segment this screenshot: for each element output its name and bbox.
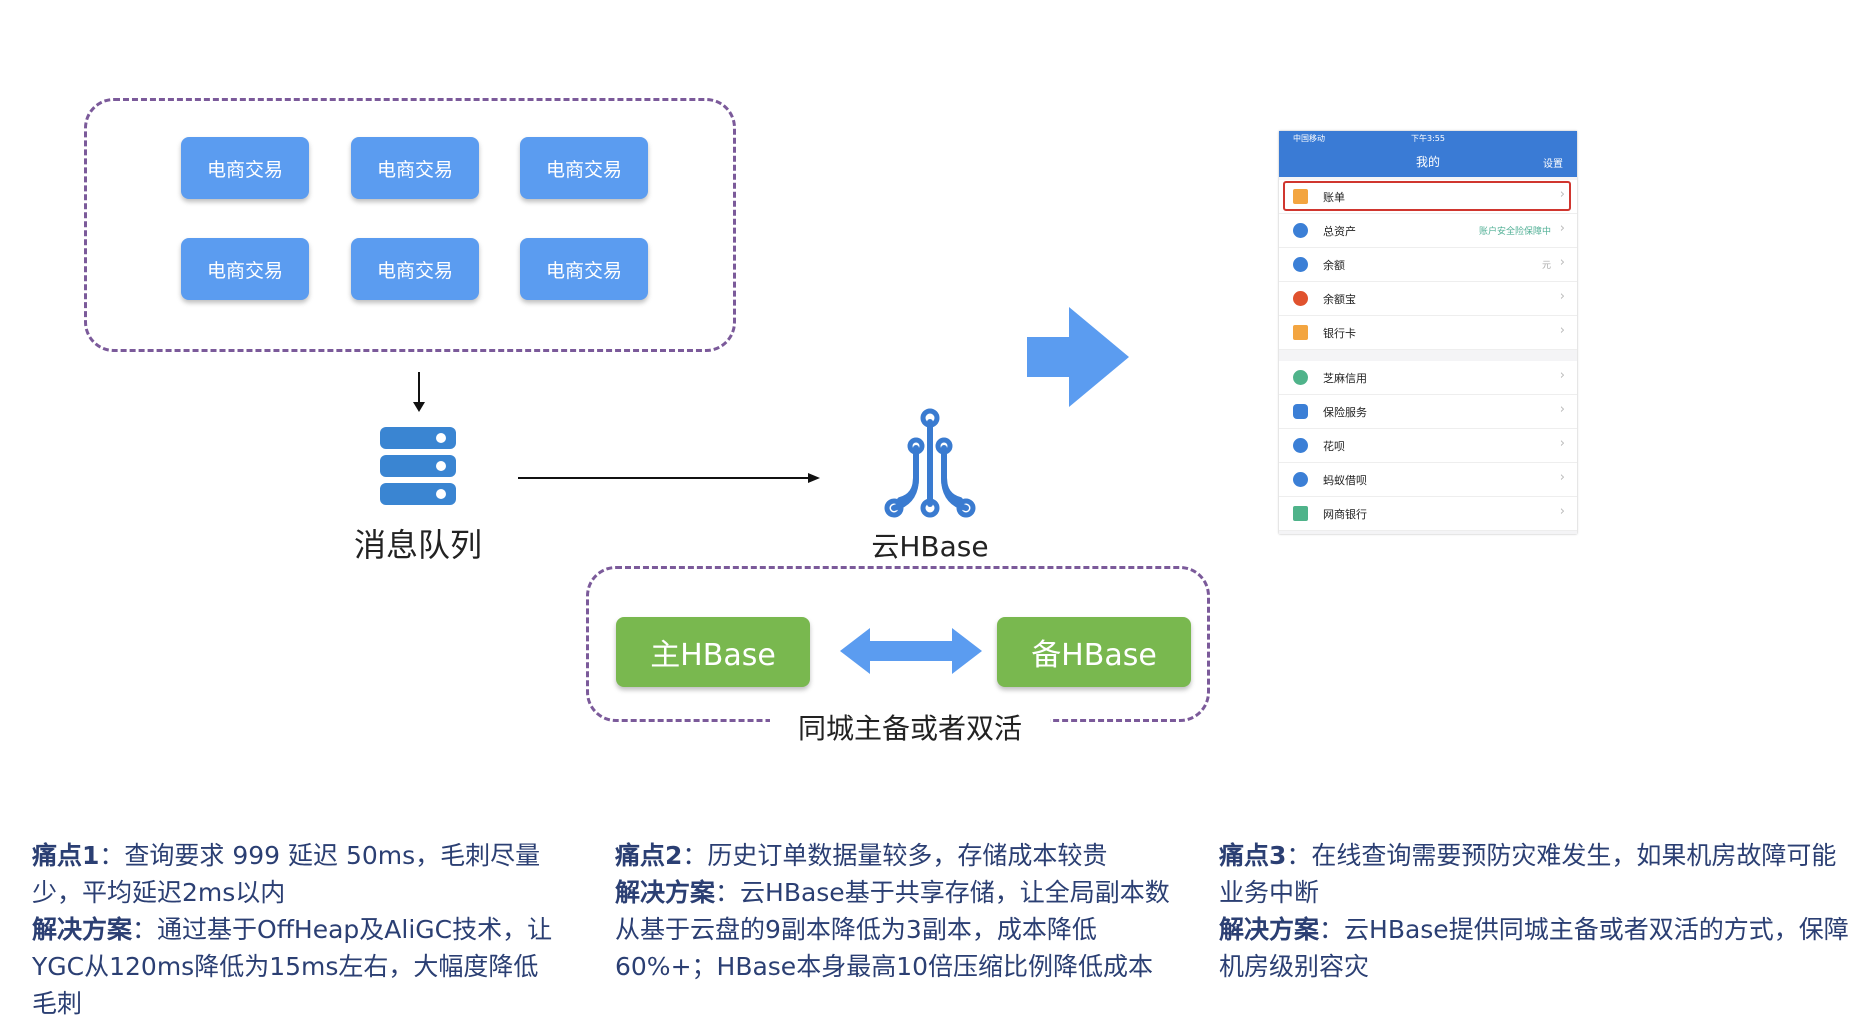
chevron-right-icon: › xyxy=(1559,368,1565,383)
chevron-right-icon: › xyxy=(1559,323,1565,338)
ecommerce-tile: 电商交易 xyxy=(351,238,479,300)
alipay-phone-screen: 中国移动 下午3:55 我的 设置 账单 › 总资产 账户安全险保障中 › 余额… xyxy=(1279,131,1577,534)
pain-title: 痛点3 xyxy=(1219,841,1287,870)
ecommerce-tile: 电商交易 xyxy=(181,238,309,300)
chevron-right-icon: › xyxy=(1559,470,1565,485)
yuebao-icon xyxy=(1293,291,1308,306)
message-queue-label: 消息队列 xyxy=(353,526,482,564)
chevron-right-icon: › xyxy=(1559,504,1565,519)
phone-title: 我的 xyxy=(1415,155,1440,169)
menu-row-label: 芝麻信用 xyxy=(1323,372,1367,385)
bill-highlight xyxy=(1283,181,1571,211)
menu-row-label: 银行卡 xyxy=(1323,327,1356,340)
menu-row-note: 账户安全险保障中 xyxy=(1478,227,1551,237)
menu-row-note: 元 xyxy=(1541,261,1551,271)
pain-text: ：在线查询需要预防灾难发生，如果机房故障可能业务中断 xyxy=(1219,841,1837,907)
down-arrow-icon xyxy=(413,372,425,412)
solution-title: 解决方案 xyxy=(615,878,716,907)
jiebei-icon xyxy=(1293,472,1308,487)
ecommerce-tile: 电商交易 xyxy=(520,238,648,300)
pain-title: 痛点1 xyxy=(32,841,100,870)
solution-title: 解决方案 xyxy=(1219,915,1320,944)
double-arrow-icon xyxy=(840,628,982,674)
solution-text: ：通过基于OffHeap及AliGC技术，让YGC从120ms降低为15ms左右… xyxy=(32,915,553,1018)
pain-text: ：查询要求 999 延迟 50ms，毛刺尽量少，平均延迟2ms以内 xyxy=(32,841,541,907)
menu-row[interactable]: 花呗 › xyxy=(1279,429,1577,463)
menu-row[interactable]: 保险服务 › xyxy=(1279,395,1577,429)
balance-icon xyxy=(1293,257,1308,272)
mybank-icon xyxy=(1293,506,1308,521)
menu-row-label: 余额宝 xyxy=(1323,293,1356,306)
chevron-right-icon: › xyxy=(1559,289,1565,304)
status-time: 下午3:55 xyxy=(1411,134,1445,143)
menu-row-label: 总资产 xyxy=(1323,225,1356,238)
solution-title: 解决方案 xyxy=(32,915,133,944)
huabei-icon xyxy=(1293,438,1308,453)
cloud-hbase-label: 云HBase xyxy=(871,530,989,563)
pain-title: 痛点2 xyxy=(615,841,683,870)
menu-row[interactable]: 蚂蚁借呗 › xyxy=(1279,463,1577,497)
ecommerce-tile: 电商交易 xyxy=(520,137,648,199)
menu-row[interactable]: 网商银行 › xyxy=(1279,497,1577,531)
chevron-right-icon: › xyxy=(1559,187,1565,202)
status-carrier: 中国移动 xyxy=(1293,134,1325,143)
ecommerce-group xyxy=(84,98,736,352)
phone-header: 中国移动 下午3:55 我的 设置 xyxy=(1279,131,1577,177)
chevron-right-icon: › xyxy=(1559,221,1565,236)
pain-point-3: 痛点3：在线查询需要预防灾难发生，如果机房故障可能业务中断 解决方案：云HBas… xyxy=(1219,837,1859,985)
menu-row[interactable]: 余额宝 › xyxy=(1279,282,1577,316)
assets-icon xyxy=(1293,223,1308,238)
bank-card-icon xyxy=(1293,325,1308,340)
menu-row-label: 花呗 xyxy=(1323,440,1345,453)
standby-hbase-box: 备HBase xyxy=(997,617,1191,687)
menu-row[interactable]: 账单 › xyxy=(1279,180,1577,214)
pain-point-1: 痛点1：查询要求 999 延迟 50ms，毛刺尽量少，平均延迟2ms以内 解决方… xyxy=(32,837,562,1022)
chevron-right-icon: › xyxy=(1559,402,1565,417)
settings-link[interactable]: 设置 xyxy=(1543,159,1563,170)
menu-row[interactable]: 芝麻信用 › xyxy=(1279,361,1577,395)
big-right-arrow-icon xyxy=(1027,307,1129,407)
insurance-icon xyxy=(1293,404,1308,419)
menu-row-label: 网商银行 xyxy=(1323,508,1367,521)
chevron-right-icon: › xyxy=(1559,255,1565,270)
solution-text: ：云HBase基于共享存储，让全局副本数从基于云盘的9副本降低为3副本，成本降低… xyxy=(615,878,1170,981)
solution-text: ：云HBase提供同城主备或者双活的方式，保障机房级别容灾 xyxy=(1219,915,1849,981)
sesame-credit-icon xyxy=(1293,370,1308,385)
ecommerce-tile: 电商交易 xyxy=(181,137,309,199)
ecommerce-tile: 电商交易 xyxy=(351,137,479,199)
pain-point-2: 痛点2：历史订单数据量较多，存储成本较贵 解决方案：云HBase基于共享存储，让… xyxy=(615,837,1175,985)
chevron-right-icon: › xyxy=(1559,436,1565,451)
right-arrow-icon xyxy=(518,473,820,483)
menu-row[interactable]: 银行卡 › xyxy=(1279,316,1577,350)
cloud-hbase-icon xyxy=(884,408,976,518)
bill-icon xyxy=(1293,189,1308,204)
menu-row-label: 蚂蚁借呗 xyxy=(1323,474,1367,487)
menu-row-label: 余额 xyxy=(1323,259,1345,272)
menu-row[interactable]: 总资产 账户安全险保障中 › xyxy=(1279,214,1577,248)
primary-hbase-box: 主HBase xyxy=(616,617,810,687)
menu-row-label: 保险服务 xyxy=(1323,406,1367,419)
menu-row-label: 账单 xyxy=(1323,191,1345,204)
message-queue-icon xyxy=(380,427,456,505)
menu-row[interactable]: 余额 元 › xyxy=(1279,248,1577,282)
pain-text: ：历史订单数据量较多，存储成本较贵 xyxy=(682,841,1108,870)
dual-active-label: 同城主备或者双活 xyxy=(770,707,1050,747)
